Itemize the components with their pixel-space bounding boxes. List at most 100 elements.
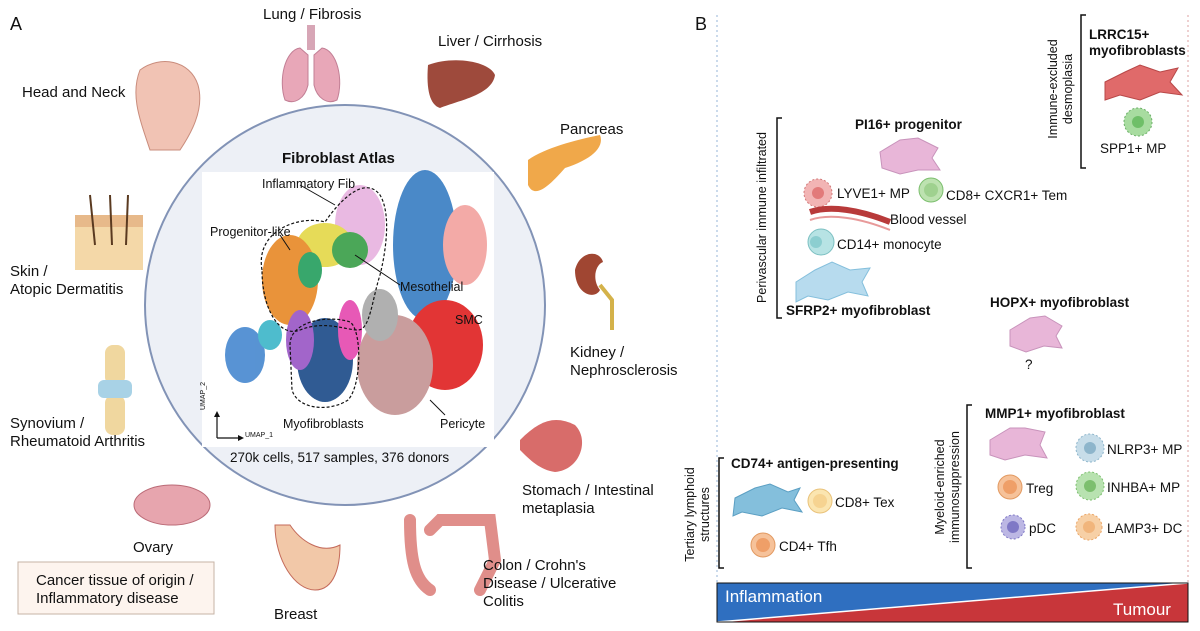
bracket-label-tls: Tertiary lymphoid structures bbox=[683, 457, 713, 572]
nlrp3-mp-icon bbox=[1075, 433, 1105, 463]
synovium-icon bbox=[98, 345, 132, 435]
label-lyve1-mp: LYVE1+ MP bbox=[837, 186, 910, 201]
label-pdc: pDC bbox=[1029, 521, 1057, 536]
bracket-label-myeloid: Myeloid-enriched immunosuppression bbox=[933, 402, 963, 572]
label-cd74: CD74+ antigen-presenting bbox=[731, 456, 899, 471]
umap-label-pericyte: Pericyte bbox=[440, 417, 486, 431]
tissue-synovium-line1: Synovium / bbox=[10, 415, 85, 432]
pi16-fibroblast-icon bbox=[879, 137, 941, 175]
spp1-mp-icon bbox=[1123, 107, 1153, 137]
umap-label-myofibroblasts: Myofibroblasts bbox=[283, 417, 364, 431]
panel-b-graphics bbox=[716, 14, 1189, 623]
cd8-tex-icon bbox=[807, 488, 833, 514]
tissue-skin-line2: Atopic Dermatitis bbox=[10, 281, 124, 298]
gradient-label-inflammation: Inflammation bbox=[725, 587, 823, 606]
hopx-fibroblast-icon bbox=[1009, 315, 1063, 353]
breast-icon bbox=[274, 524, 341, 591]
tissue-kidney-line1: Kidney / bbox=[570, 344, 625, 361]
atlas-caption: 270k cells, 517 samples, 376 donors bbox=[230, 450, 450, 465]
tissue-pancreas: Pancreas bbox=[560, 121, 624, 138]
inhba-mp-icon bbox=[1075, 471, 1105, 501]
label-inhba-mp: INHBA+ MP bbox=[1107, 480, 1181, 495]
head-neck-icon bbox=[135, 61, 201, 151]
umap-label-inflammatory: Inflammatory Fib bbox=[262, 177, 356, 191]
label-pi16: PI16+ progenitor bbox=[855, 117, 962, 132]
lyve1-mp-icon bbox=[803, 178, 833, 208]
bracket-perivascular bbox=[776, 117, 782, 319]
tissue-synovium-line2: Rheumatoid Arthritis bbox=[10, 433, 146, 450]
label-cd4-tfh: CD4+ Tfh bbox=[779, 539, 837, 554]
bracket-myeloid bbox=[966, 404, 972, 569]
myofibroblast-outline bbox=[289, 318, 360, 408]
umap-label-mesothelial: Mesothelial bbox=[400, 280, 464, 294]
tissue-kidney-line2: Nephrosclerosis bbox=[570, 362, 678, 379]
panel-a-letter: A bbox=[10, 14, 23, 34]
blood-vessel-icon bbox=[809, 205, 892, 225]
ovary-icon bbox=[133, 484, 211, 526]
tissue-skin-line1: Skin / bbox=[10, 263, 48, 280]
treg-icon bbox=[997, 474, 1023, 500]
tissue-liver: Liver / Cirrhosis bbox=[438, 33, 543, 50]
pancreas-icon bbox=[528, 135, 601, 192]
tissue-stomach-line1: Stomach / Intestinal bbox=[522, 482, 654, 499]
tissue-colon-line2: Disease / Ulcerative bbox=[483, 575, 617, 592]
tissue-ovary: Ovary bbox=[133, 539, 174, 556]
skin-icon bbox=[75, 194, 143, 270]
lung-icon bbox=[281, 25, 341, 103]
umap-axis-2-label: UMAP_2 bbox=[200, 381, 207, 410]
stomach-icon bbox=[520, 420, 583, 472]
label-lamp3-dc: LAMP3+ DC bbox=[1107, 521, 1183, 536]
gradient-label-tumour: Tumour bbox=[1113, 600, 1171, 619]
mmp1-fibroblast-icon bbox=[989, 427, 1048, 461]
cd4-tfh-icon bbox=[750, 532, 776, 558]
bracket-label-tls-line2: structures bbox=[698, 487, 712, 542]
label-cd8-tex: CD8+ Tex bbox=[835, 495, 895, 510]
label-treg: Treg bbox=[1026, 481, 1054, 496]
progenitor-outline bbox=[260, 187, 388, 332]
tissue-stomach-line2: metaplasia bbox=[522, 500, 595, 517]
umap-axis-1-label: UMAP_1 bbox=[245, 432, 274, 439]
bracket-label-desmoplasia: Immune-excluded desmoplasia bbox=[1046, 14, 1076, 164]
sfrp2-fibroblast-icon bbox=[795, 261, 871, 303]
bracket-label-myeloid-line2: immunosuppression bbox=[948, 431, 962, 543]
label-hopx: HOPX+ myofibroblast bbox=[990, 295, 1130, 310]
colon-icon bbox=[404, 514, 502, 596]
bracket-label-tls-line1: Tertiary lymphoid bbox=[683, 467, 697, 562]
bracket-desmoplasia bbox=[1080, 14, 1086, 169]
label-nlrp3-mp: NLRP3+ MP bbox=[1107, 442, 1183, 457]
tissue-breast: Breast bbox=[274, 606, 318, 623]
label-cd14-monocyte: CD14+ monocyte bbox=[837, 237, 942, 252]
liver-icon bbox=[427, 60, 495, 108]
panel-b-letter: B bbox=[695, 14, 708, 34]
umap-clusters bbox=[225, 170, 487, 415]
legend-box bbox=[17, 561, 215, 615]
umap-label-smc: SMC bbox=[455, 313, 483, 327]
bracket-tls bbox=[718, 457, 724, 569]
kidney-icon bbox=[575, 253, 614, 330]
bracket-label-desmoplasia-line2: desmoplasia bbox=[1061, 53, 1075, 125]
label-cd8-cxcr1-tem: CD8+ CXCR1+ Tem bbox=[946, 188, 1068, 203]
panel-a-graphics bbox=[17, 25, 614, 615]
label-lrrc15-line1: LRRC15+ bbox=[1089, 27, 1150, 42]
label-spp1-mp: SPP1+ MP bbox=[1100, 141, 1167, 156]
cd8-cxcr1-tem-icon bbox=[918, 177, 944, 203]
label-mmp1: MMP1+ myofibroblast bbox=[985, 406, 1125, 421]
bracket-label-myeloid-line1: Myeloid-enriched bbox=[933, 439, 947, 535]
tissue-colon-line1: Colon / Crohn's bbox=[483, 557, 586, 574]
tissue-head-neck: Head and Neck bbox=[22, 84, 126, 101]
label-blood-vessel: Blood vessel bbox=[890, 212, 967, 227]
cd74-fibroblast-icon bbox=[732, 483, 804, 517]
umap-label-progenitor: Progenitor-like bbox=[210, 225, 291, 239]
tissue-lung: Lung / Fibrosis bbox=[263, 6, 362, 23]
label-lrrc15-line2: myofibroblasts bbox=[1089, 43, 1186, 58]
lrrc15-fibroblast-icon bbox=[1104, 64, 1184, 101]
bracket-label-desmoplasia-line1: Immune-excluded bbox=[1046, 39, 1060, 139]
tissue-colon-line3: Colitis bbox=[483, 593, 524, 610]
bracket-label-perivascular: Perivascular immune infiltrated bbox=[755, 132, 769, 303]
legend-box-text: Cancer tissue of origin / Inflammatory d… bbox=[36, 572, 194, 607]
pdc-icon bbox=[1000, 514, 1026, 540]
cd14-monocyte-icon bbox=[807, 228, 835, 256]
label-question: ? bbox=[1025, 357, 1033, 372]
atlas-title: Fibroblast Atlas bbox=[282, 150, 395, 167]
label-sfrp2: SFRP2+ myofibroblast bbox=[786, 303, 931, 318]
